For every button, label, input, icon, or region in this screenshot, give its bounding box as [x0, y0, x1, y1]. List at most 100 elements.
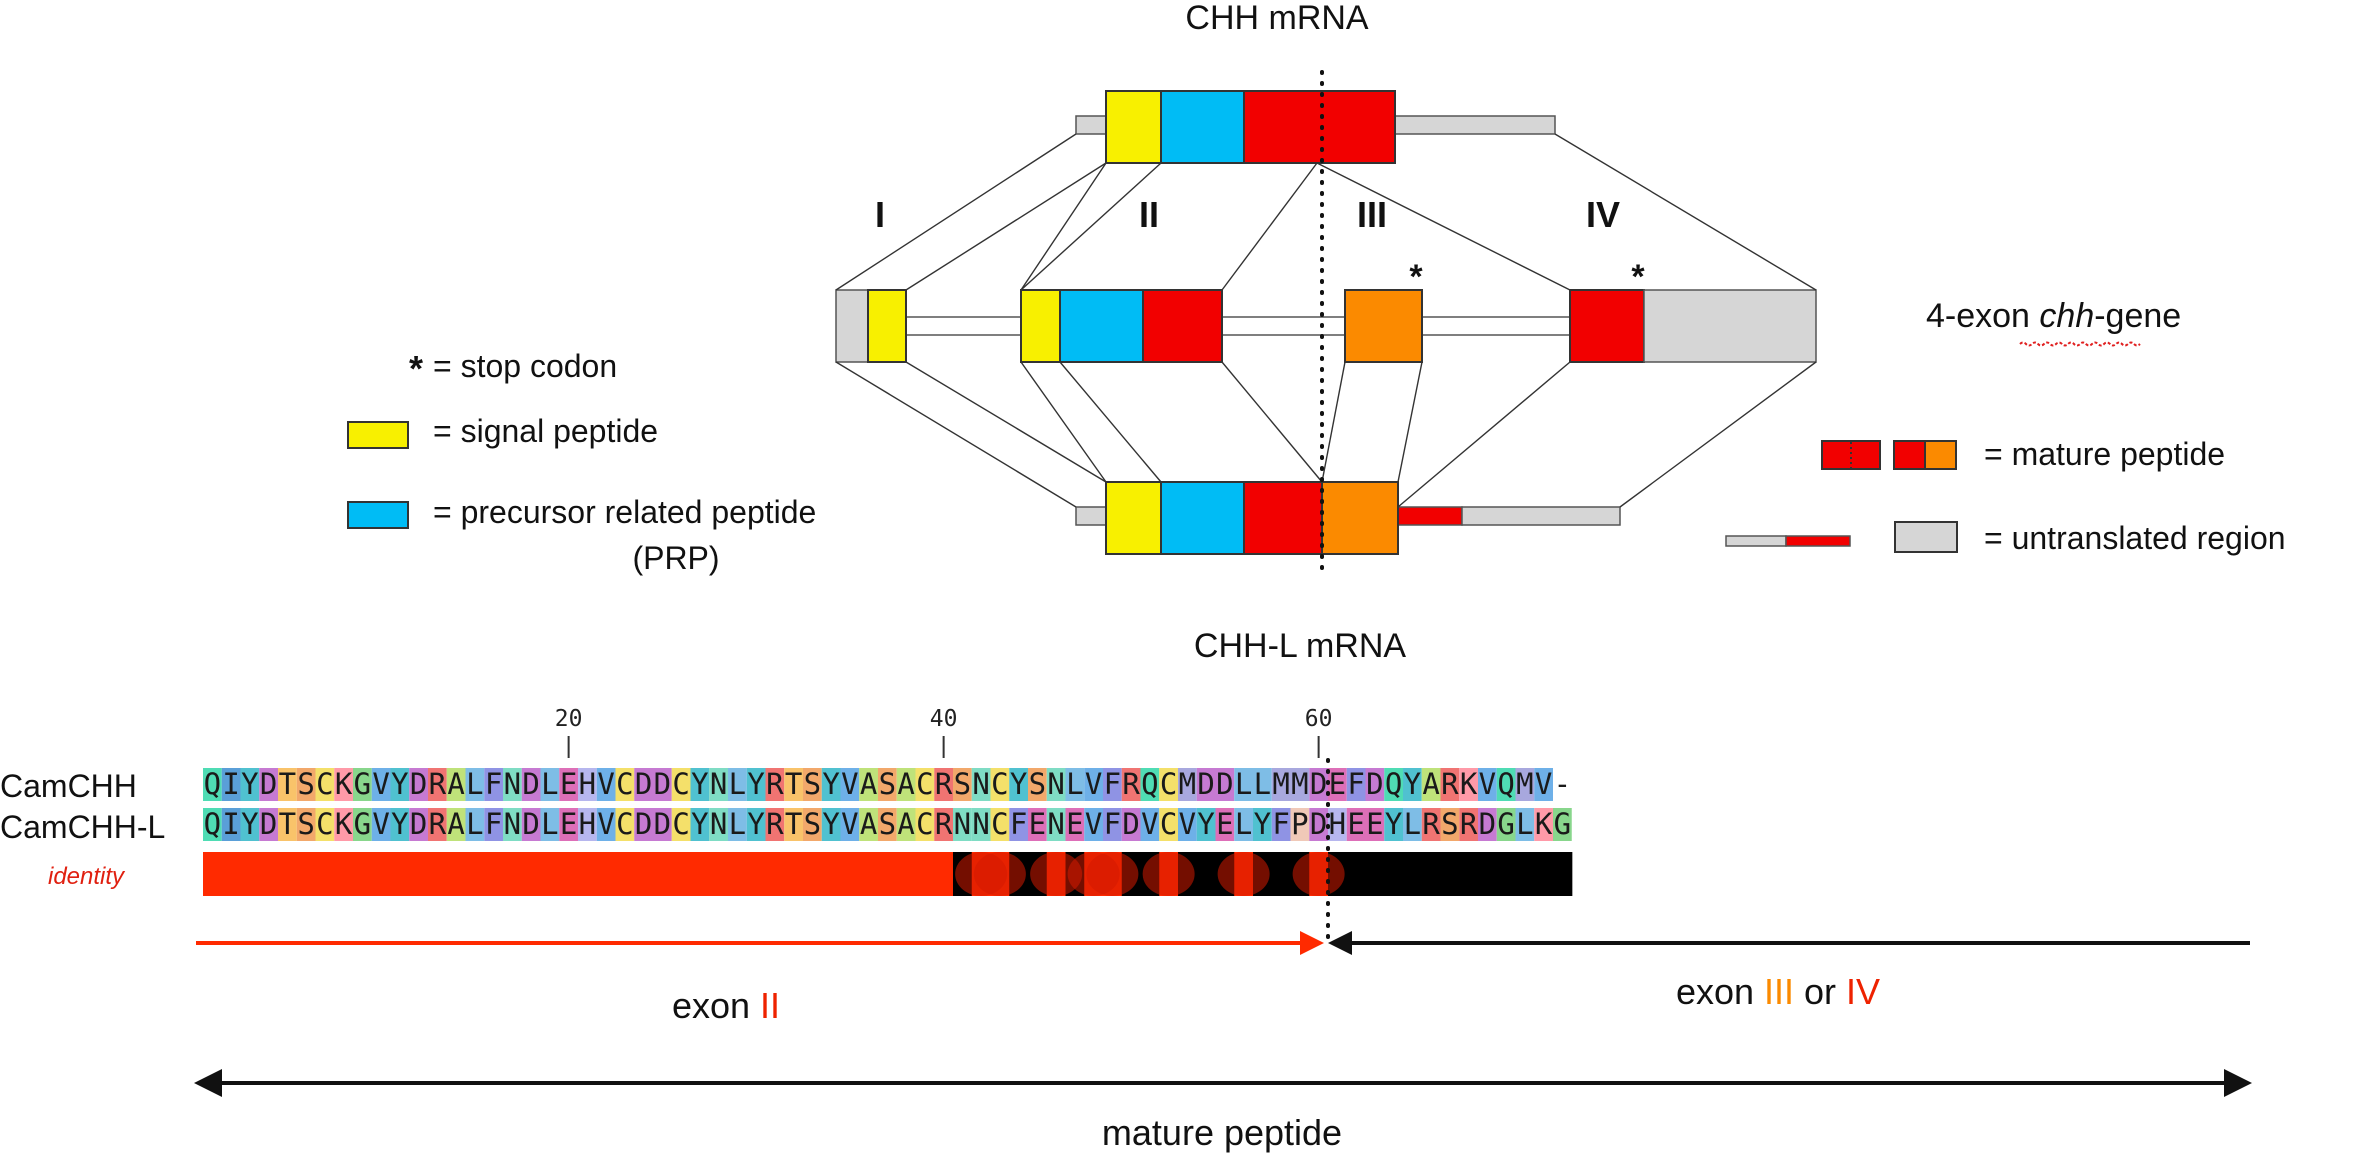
residue-letter: F	[485, 807, 502, 841]
gene-title: 4-exon chh-gene	[1926, 297, 2181, 335]
exon34-prefix: exon	[1676, 971, 1764, 1012]
residue-letter: A	[1422, 767, 1439, 801]
gene-exon2-signal	[1020, 289, 1061, 363]
residue-letter: R	[935, 767, 953, 801]
chh-mrna-mature	[1243, 90, 1396, 164]
residue-cell	[1421, 768, 1441, 801]
tick-label: 20	[555, 706, 583, 732]
residue-letter: Y	[747, 767, 764, 801]
residue-cell	[1459, 808, 1478, 841]
residue-cell	[1496, 768, 1516, 801]
legend-signal-swatch	[347, 421, 409, 449]
residue-letter: V	[1535, 767, 1552, 801]
residue-letter: G	[354, 807, 371, 841]
seq-name-camchhl: CamCHH-L	[0, 809, 165, 845]
chhl-mrna-connectors	[835, 361, 1817, 508]
residue-letter: C	[616, 767, 633, 801]
residue-letter: L	[1404, 807, 1421, 841]
chh-mrna-title: CHH mRNA	[1185, 0, 1369, 37]
residue-letter: N	[710, 767, 727, 801]
residue-cell	[334, 808, 353, 841]
residue-letter: C	[616, 807, 633, 841]
residue-letter: Y	[822, 767, 839, 801]
residue-cell	[990, 808, 1010, 841]
stop-codon-marker: *	[1631, 258, 1645, 296]
residue-cell	[915, 808, 935, 841]
residue-letter: L	[541, 767, 558, 801]
residue-letter: Y	[1197, 807, 1214, 841]
chhl-mrna-prp	[1160, 481, 1245, 555]
chhl-mrna-3utr-red	[1397, 506, 1463, 526]
residue-letter: L	[466, 767, 483, 801]
residue-cell	[578, 768, 597, 801]
identity-mismatch	[1553, 852, 1573, 896]
identity-match	[578, 852, 598, 896]
residue-cell	[1403, 768, 1422, 801]
identity-mismatch	[1478, 852, 1498, 896]
residue-cell	[1440, 808, 1460, 841]
residue-letter: H	[1329, 807, 1346, 841]
residue-cell	[334, 768, 353, 801]
identity-match	[896, 852, 917, 896]
residue-cell	[240, 768, 260, 801]
identity-match	[784, 852, 804, 896]
identity-mismatch	[1421, 852, 1442, 896]
residue-cell	[690, 808, 710, 841]
residue-cell	[821, 808, 841, 841]
residue-cell	[1553, 808, 1572, 841]
residue-cell	[1515, 768, 1535, 801]
chhl-mrna-signal	[1105, 481, 1162, 555]
residue-letter: Y	[822, 807, 839, 841]
residue-cell	[540, 808, 560, 841]
residue-letter: V	[1085, 767, 1102, 801]
or-word: or	[1794, 971, 1846, 1012]
residue-letter: D	[654, 767, 671, 801]
residue-cell	[709, 808, 728, 841]
identity-glow	[1142, 852, 1195, 896]
residue-cell	[1253, 768, 1272, 801]
residue-cell	[915, 768, 935, 801]
residue-cell	[409, 808, 428, 841]
residue-cell	[240, 808, 260, 841]
residue-cell	[221, 808, 241, 841]
legend-prp-swatch	[347, 501, 409, 529]
residue-letter: A	[897, 767, 914, 801]
identity-match	[728, 852, 748, 896]
gene-exon3-mature	[1344, 289, 1423, 363]
residue-letter: N	[1047, 767, 1064, 801]
residue-cell	[653, 768, 672, 801]
identity-match	[315, 852, 335, 896]
residue-letter: -	[1554, 767, 1571, 801]
identity-glow	[1030, 852, 1083, 896]
residue-letter: S	[1441, 807, 1458, 841]
residue-cell	[971, 768, 991, 801]
residue-letter: M	[1272, 767, 1289, 801]
residue-cell	[615, 768, 635, 801]
gene-title-prefix: 4-exon	[1926, 297, 2039, 335]
exon34-label: exon III or IV	[1676, 971, 1880, 1012]
residue-cell	[484, 768, 503, 801]
identity-match	[428, 852, 448, 896]
residue-letter: A	[447, 807, 464, 841]
residue-cell	[934, 808, 953, 841]
residue-cell	[953, 808, 972, 841]
legend-mature-red-swatch	[1821, 440, 1881, 470]
identity-label: identity	[48, 863, 126, 890]
exon-label-iii: III	[1357, 194, 1387, 235]
residue-cell	[1534, 768, 1553, 801]
residue-cell	[1178, 808, 1197, 841]
residue-letter: L	[1516, 807, 1533, 841]
residue-cell	[465, 768, 485, 801]
residue-cell	[446, 808, 466, 841]
mature-peptide-label: mature peptide	[1102, 1112, 1342, 1153]
residue-letter: I	[222, 767, 239, 801]
identity-match	[334, 852, 354, 896]
residue-cell	[409, 768, 428, 801]
chh-mrna	[1075, 90, 1556, 164]
residue-cell	[1196, 768, 1216, 801]
residue-cell	[1196, 808, 1216, 841]
residue-letter: K	[335, 767, 353, 801]
residue-cell	[1140, 768, 1160, 801]
residue-letter: E	[1347, 807, 1364, 841]
